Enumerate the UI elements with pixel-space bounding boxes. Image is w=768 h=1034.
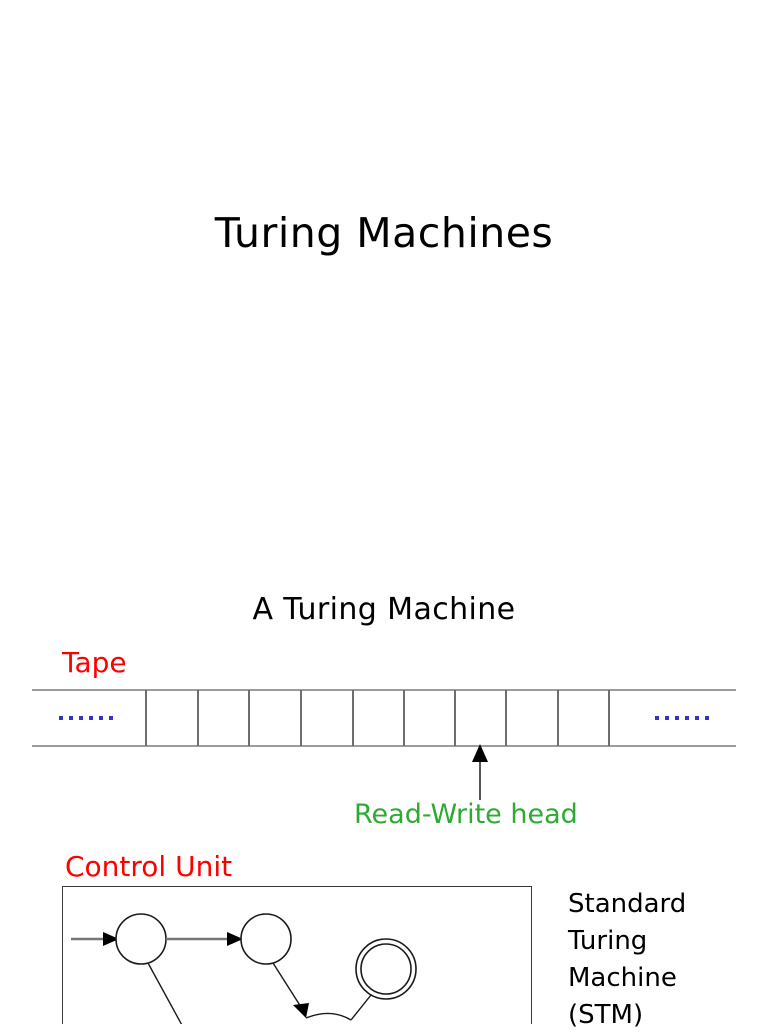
tape-divider bbox=[248, 690, 250, 746]
machine-type-caption: Standard Turing Machine (STM) bbox=[568, 889, 687, 1030]
tape-divider bbox=[145, 690, 147, 746]
tape-divider bbox=[557, 690, 559, 746]
tape-top-border bbox=[32, 689, 736, 691]
start-arrow-icon bbox=[71, 932, 119, 946]
tape-left-ellipsis bbox=[59, 711, 113, 725]
section-title: A Turing Machine bbox=[252, 592, 516, 627]
tape-divider bbox=[608, 690, 610, 746]
state-transition-diagram bbox=[71, 913, 417, 1024]
read-write-head-label: Read-Write head bbox=[354, 799, 578, 830]
tape-right-ellipsis bbox=[655, 711, 709, 725]
tape-strip bbox=[32, 689, 736, 747]
transition-arrow-3 bbox=[272, 962, 309, 1018]
control-unit-label: Control Unit bbox=[65, 850, 233, 883]
transition-arrow-2 bbox=[147, 962, 183, 1024]
tape-divider bbox=[403, 690, 405, 746]
transition-arrow-1 bbox=[166, 932, 243, 946]
tape-divider bbox=[197, 690, 199, 746]
page-title: Turing Machines bbox=[214, 209, 554, 257]
tape-divider bbox=[454, 690, 456, 746]
state-node-accept-inner bbox=[360, 943, 412, 995]
read-write-head-arrow-icon bbox=[472, 744, 488, 800]
state-node-1 bbox=[115, 913, 167, 965]
tape-divider bbox=[300, 690, 302, 746]
transition-curve bbox=[305, 1012, 352, 1021]
tape-bottom-border bbox=[32, 745, 736, 747]
tape-divider bbox=[505, 690, 507, 746]
state-node-2 bbox=[240, 913, 292, 965]
tape-divider bbox=[352, 690, 354, 746]
tape-label: Tape bbox=[62, 646, 127, 679]
control-unit-box bbox=[62, 886, 532, 1024]
